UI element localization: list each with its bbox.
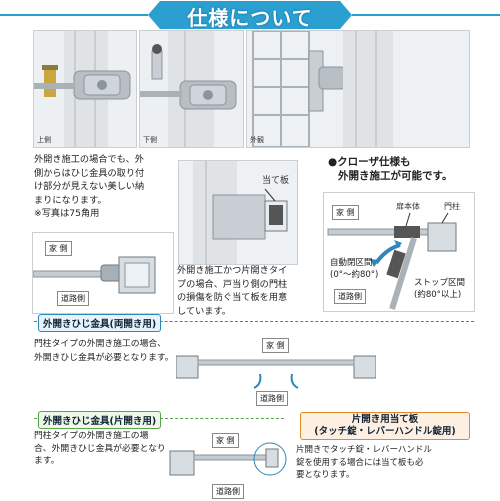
plate-photo-graphic	[193, 161, 288, 264]
left-text-note: ※写真は75角用	[34, 208, 100, 219]
small-diagram-road: 道路側	[57, 291, 89, 306]
single-gate-graphic	[169, 442, 287, 476]
single-gate-diagram: 家 側 道路側	[166, 425, 300, 499]
section-single-title: 外開きひじ金具(片開き用)	[38, 411, 162, 429]
closer-diagram-graphic	[327, 212, 457, 310]
center-description: 外開き施工かつ片開きタイ プの場合、戸当り側の門柱 の損傷を防ぐ当て板を用意 し…	[177, 264, 317, 318]
section-plate-title: 片開き用当て板 (タッチ錠・レバーハンドル錠用)	[300, 412, 470, 440]
small-diagram-house: 家 側	[45, 241, 72, 256]
plate-label: 当て板	[262, 176, 290, 186]
photo-caption-top: 上側	[37, 136, 51, 144]
closer-stop-range: (約80°以上)	[414, 290, 462, 300]
double-road-label: 道路側	[256, 391, 288, 406]
closer-heading: ●クローザ仕様も 外開き施工が可能です。	[328, 155, 452, 183]
section-single-line-2: 合、外開きひじ金具が必要となり	[34, 443, 166, 454]
closer-auto-title: 自動閉区間	[330, 258, 373, 268]
photo-caption-bottom: 下側	[143, 136, 157, 144]
section-single-line-3: ます。	[34, 456, 60, 466]
left-text-line-2: 側からはひじ金具の取り付	[34, 167, 145, 179]
double-house-label: 家 側	[262, 338, 289, 353]
closer-auto-label: 自動閉区間 (0°〜約80°)	[330, 257, 378, 281]
closer-house-label: 家 側	[332, 205, 359, 220]
section-plate-text: 片開きでタッチ錠・レバーハンドル 錠を使用する場合には当て板も必 要となります。	[296, 444, 474, 482]
section-plate-title-2: (タッチ錠・レバーハンドル錠用)	[314, 426, 456, 437]
closer-diagram: 家 側 扉本体 門柱 自動閉区間 (0°〜約80°) ストップ区間 (約80°以…	[323, 192, 475, 312]
section-single-line-1: 門柱タイプの外開き施工の場	[34, 431, 149, 441]
single-house-label: 家 側	[212, 433, 239, 448]
center-text-line-3: の損傷を防ぐ当て板を用意	[177, 292, 288, 303]
gate-exterior-photo	[247, 31, 469, 147]
title-banner-graphic	[0, 0, 500, 30]
section-plate-title-1: 片開き用当て板	[351, 414, 419, 425]
section-double-text: 門柱タイプの外開き施工の場合、 外開きひじ金具が必要となります。	[34, 338, 184, 365]
closer-road-label: 道路側	[334, 289, 366, 304]
small-diagram-graphic	[32, 256, 156, 294]
section-double-line-1: 門柱タイプの外開き施工の場合、	[34, 339, 166, 349]
double-gate-diagram: 家 側 道路側	[175, 336, 377, 406]
photo-exterior: 外観	[246, 30, 470, 148]
section-double-line-2: 外開きひじ金具が必要となります。	[34, 352, 174, 363]
left-text-line-3: け部分が見えない美しい納	[34, 181, 145, 192]
section-plate-line-1: 片開きでタッチ錠・レバーハンドル	[296, 445, 432, 455]
photo-caption-exterior: 外観	[250, 136, 264, 144]
closer-heading-line-2: 外開き施工が可能です。	[338, 170, 453, 182]
title-bar: 仕様について	[0, 0, 500, 30]
left-text-line-1: 外開き施工の場合でも、外	[34, 154, 144, 165]
closer-heading-line-1: ●クローザ仕様も	[328, 156, 411, 168]
hinge-photo-1	[34, 31, 136, 147]
closer-stop-title: ストップ区間	[414, 278, 466, 288]
center-text-line-1: 外開き施工かつ片開きタイ	[177, 265, 288, 276]
small-hinge-diagram: 家 側 道路側	[32, 232, 174, 314]
hinge-photo-2	[140, 31, 243, 147]
photo-bottom-side: 下側	[139, 30, 244, 148]
closer-post-label: 門柱	[444, 202, 460, 211]
section-double-title: 外開きひじ金具(両開き用)	[38, 314, 162, 332]
section-single-text: 門柱タイプの外開き施工の場 合、外開きひじ金具が必要となり ます。	[34, 430, 174, 468]
closer-stop-label: ストップ区間 (約80°以上)	[414, 277, 465, 301]
section-plate-line-2: 錠を使用する場合には当て板も必	[296, 457, 424, 468]
plate-photo: 当て板	[178, 160, 298, 265]
left-text-line-4: まりになります。	[34, 194, 107, 206]
section-plate-line-3: 要となります。	[296, 470, 355, 480]
left-description: 外開き施工の場合でも、外 側からはひじ金具の取り付 け部分が見えない美しい納 ま…	[34, 153, 174, 221]
closer-body-label: 扉本体	[396, 202, 420, 211]
center-text-line-4: しています。	[177, 305, 231, 317]
page-title: 仕様について	[187, 6, 313, 30]
closer-auto-range: (0°〜約80°)	[330, 270, 379, 280]
photo-top-side: 上側	[33, 30, 137, 148]
center-text-line-2: プの場合、戸当り側の門柱	[177, 278, 288, 290]
single-road-label: 道路側	[212, 484, 244, 499]
section-double	[34, 321, 474, 394]
